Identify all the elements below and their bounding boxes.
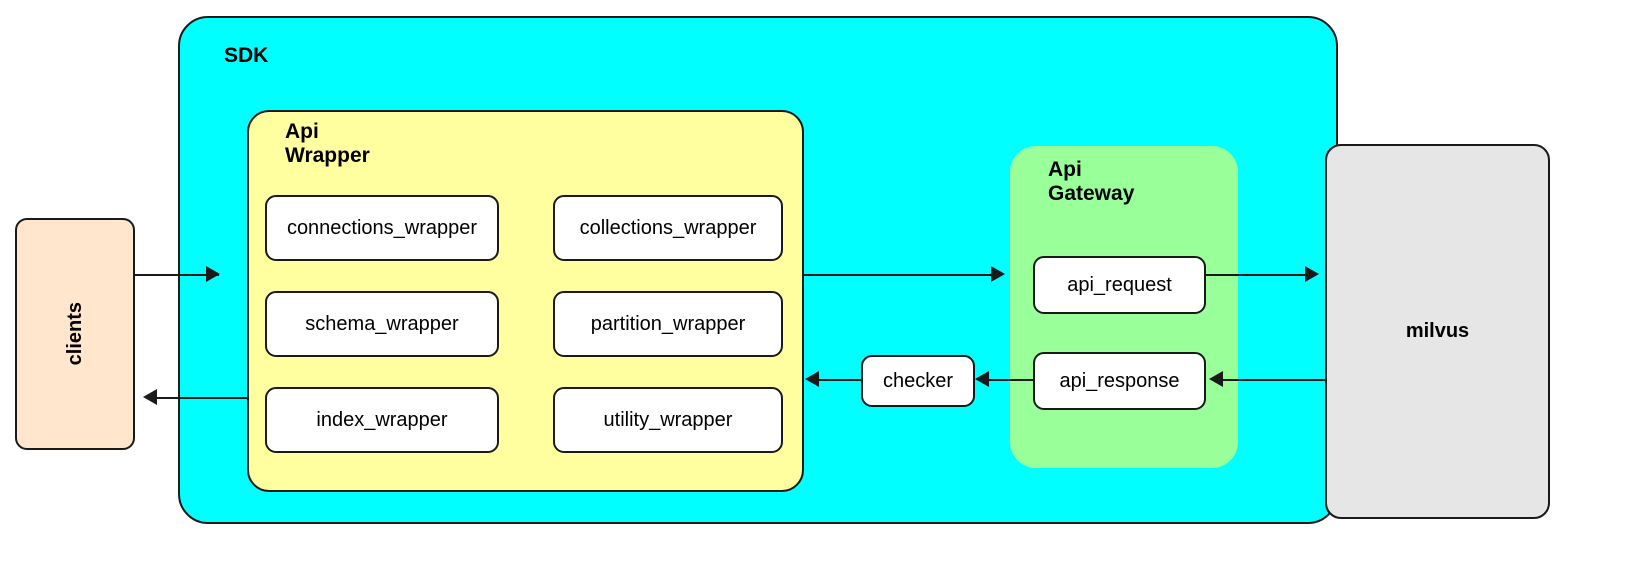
- arrow-api-wrapper-to-clients-line: [155, 397, 249, 399]
- connections-wrapper-node[interactable]: connections_wrapper: [265, 195, 499, 261]
- sdk-title: SDK: [224, 44, 269, 67]
- connections-wrapper-label: connections_wrapper: [286, 216, 478, 239]
- arrow-api-request-to-milvus-line: [1206, 274, 1316, 276]
- clients-node[interactable]: clients: [15, 218, 135, 450]
- api-gateway-title: Api Gateway: [1048, 158, 1135, 206]
- arrow-milvus-to-api-response-line: [1216, 379, 1326, 381]
- checker-node[interactable]: checker: [861, 355, 975, 407]
- arrow-api-request-to-milvus-head-icon: [1305, 266, 1319, 282]
- schema-wrapper-node[interactable]: schema_wrapper: [265, 291, 499, 357]
- schema-wrapper-label: schema_wrapper: [305, 312, 459, 335]
- api-response-node[interactable]: api_response: [1033, 352, 1206, 410]
- utility-wrapper-node[interactable]: utility_wrapper: [553, 387, 783, 453]
- utility-wrapper-label: utility_wrapper: [603, 408, 733, 431]
- arrow-milvus-to-api-response-head-icon: [1209, 371, 1223, 387]
- clients-label: clients: [63, 302, 86, 366]
- arrow-api-response-to-checker-line: [982, 379, 1034, 381]
- milvus-label: milvus: [1405, 320, 1470, 342]
- api-request-label: api_request: [1067, 273, 1172, 296]
- index-wrapper-label: index_wrapper: [316, 408, 448, 431]
- arrow-clients-to-sdk-line: [135, 274, 219, 276]
- collections-wrapper-node[interactable]: collections_wrapper: [553, 195, 783, 261]
- api-response-label: api_response: [1059, 369, 1180, 392]
- arrow-clients-to-sdk-head-icon: [206, 266, 220, 282]
- arrow-checker-to-api-wrapper-line: [812, 379, 862, 381]
- collections-wrapper-label: collections_wrapper: [579, 216, 757, 239]
- arrow-api-wrapper-to-clients-head-icon: [143, 389, 157, 405]
- index-wrapper-node[interactable]: index_wrapper: [265, 387, 499, 453]
- milvus-node[interactable]: milvus: [1325, 144, 1550, 519]
- arrow-checker-to-api-wrapper-head-icon: [805, 371, 819, 387]
- arrow-api-wrapper-to-api-gateway-head-icon: [991, 266, 1005, 282]
- api-request-node[interactable]: api_request: [1033, 256, 1206, 314]
- arrow-api-wrapper-to-api-gateway-line: [802, 274, 1002, 276]
- api-wrapper-title: Api Wrapper: [285, 120, 370, 168]
- partition-wrapper-node[interactable]: partition_wrapper: [553, 291, 783, 357]
- arrow-api-response-to-checker-head-icon: [975, 371, 989, 387]
- checker-label: checker: [882, 369, 954, 392]
- partition-wrapper-label: partition_wrapper: [590, 312, 746, 335]
